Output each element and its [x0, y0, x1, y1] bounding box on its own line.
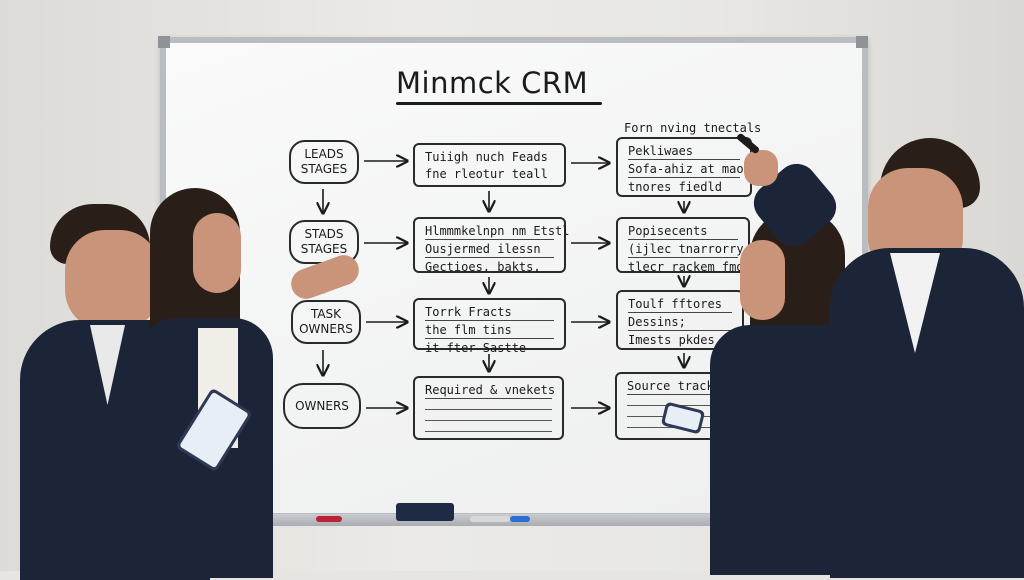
box-line: tnores fiedld	[628, 180, 722, 194]
board-title: Minmck CRM	[396, 66, 589, 100]
box-line: Ousjermed ilessn	[425, 242, 554, 258]
box-line: Tuiigh nuch Feads	[425, 150, 548, 164]
middle-box-2: Hlmmmkelnpn nm Etstl Ousjermed ilessn Ge…	[413, 217, 570, 274]
box-line: Gectioes, bakts,	[425, 260, 541, 274]
person-woman-tablet	[128, 188, 298, 578]
blue-marker	[510, 516, 530, 522]
right-box-3: Toulf fftores Dessins; Imests pkdes	[616, 290, 744, 350]
blank-line	[425, 412, 552, 421]
box-line: Toulf fftores	[628, 297, 732, 313]
board-eraser	[396, 503, 454, 521]
box-line: Sofa-ahiz at maouid	[628, 162, 766, 178]
title-underline	[396, 102, 602, 105]
box-line: fne rleotur teall	[425, 167, 548, 181]
board-corner	[856, 36, 868, 48]
right-heading: Forn nving tnectals	[624, 121, 762, 135]
red-marker	[316, 516, 342, 522]
box-line: tlecr rackem fmds	[628, 260, 751, 274]
box-line: Dessins;	[628, 315, 732, 331]
box-line: Popisecents	[628, 224, 738, 240]
middle-box-1: Tuiigh nuch Feads fne rleotur teall	[413, 143, 566, 187]
box-line: Required & vnekets	[425, 383, 556, 399]
board-corner	[158, 36, 170, 48]
middle-box-4: Required & vnekets	[413, 376, 564, 440]
white-marker	[470, 516, 510, 522]
box-line: Imests pkdes	[628, 333, 715, 347]
pill-task-owners: TASK OWNERS	[291, 300, 361, 344]
box-line: Hlmmmkelnpn nm Etstl	[425, 224, 570, 240]
blank-line	[425, 423, 552, 432]
box-line: the flm tins	[425, 323, 554, 339]
blank-line	[425, 401, 552, 410]
box-line: Source trackled	[627, 379, 736, 395]
middle-box-3: Torrk Fracts the flm tins it fter Sastte	[413, 298, 566, 355]
box-line: Torrk Fracts	[425, 305, 554, 321]
person-man-marker	[790, 138, 1024, 578]
box-line: Pekliwaes	[628, 144, 740, 160]
box-line: it fter Sastte	[425, 341, 527, 355]
hand-with-marker	[744, 150, 778, 186]
pill-leads-stages: LEADS STAGES	[289, 140, 359, 184]
pill-owners: OWNERS	[283, 383, 361, 429]
